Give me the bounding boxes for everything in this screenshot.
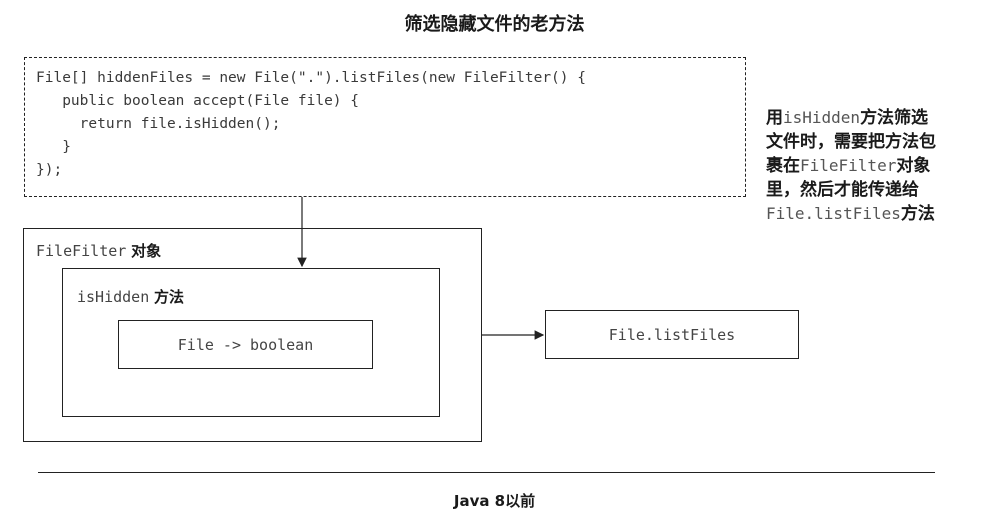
- diagram-title: 筛选隐藏文件的老方法: [404, 14, 585, 35]
- note-text: 对象: [896, 156, 931, 176]
- note-code: FileFilter: [800, 156, 897, 175]
- ishidden-label-text: 方法: [154, 288, 185, 306]
- note-line-5: File.listFiles方法: [766, 202, 984, 226]
- code-snippet-box: File[] hiddenFiles = new File(".").listF…: [24, 57, 746, 197]
- note-text: 方法: [900, 204, 935, 224]
- note-code: File.listFiles: [766, 204, 901, 223]
- filefilter-code: FileFilter: [36, 242, 127, 260]
- code-line-2: public boolean accept(File file) {: [36, 93, 360, 109]
- footer-caption: Java 8以前: [453, 492, 536, 510]
- note-text: 裹在: [766, 156, 800, 176]
- note-code: isHidden: [783, 108, 861, 127]
- annotation-note: 用isHidden方法筛选 文件时，需要把方法包 裹在FileFilter对象 …: [766, 106, 984, 226]
- note-line-1: 用isHidden方法筛选: [766, 106, 984, 130]
- code-line-1: File[] hiddenFiles = new File(".").listF…: [36, 70, 586, 86]
- note-line-2: 文件时，需要把方法包: [766, 132, 936, 152]
- note-line-4: 里，然后才能传递给: [766, 180, 919, 200]
- ishidden-method-box: isHidden 方法: [62, 268, 440, 417]
- ishidden-code: isHidden: [77, 288, 150, 306]
- filefilter-object-label: FileFilter 对象: [36, 240, 161, 261]
- code-line-4: }: [36, 139, 71, 155]
- listfiles-target-box: File.listFiles: [545, 310, 799, 359]
- function-signature-box: File -> boolean: [118, 320, 373, 369]
- code-line-3: return file.isHidden();: [36, 116, 281, 132]
- note-text: 方法筛选: [860, 108, 929, 128]
- divider-line: [38, 472, 935, 473]
- filefilter-label-text: 对象: [131, 242, 162, 260]
- ishidden-method-label: isHidden 方法: [77, 286, 184, 307]
- filefilter-object-box: FileFilter 对象: [23, 228, 482, 442]
- code-line-5: });: [36, 162, 63, 178]
- note-line-3: 裹在FileFilter对象: [766, 154, 984, 178]
- note-text: 用: [766, 108, 783, 128]
